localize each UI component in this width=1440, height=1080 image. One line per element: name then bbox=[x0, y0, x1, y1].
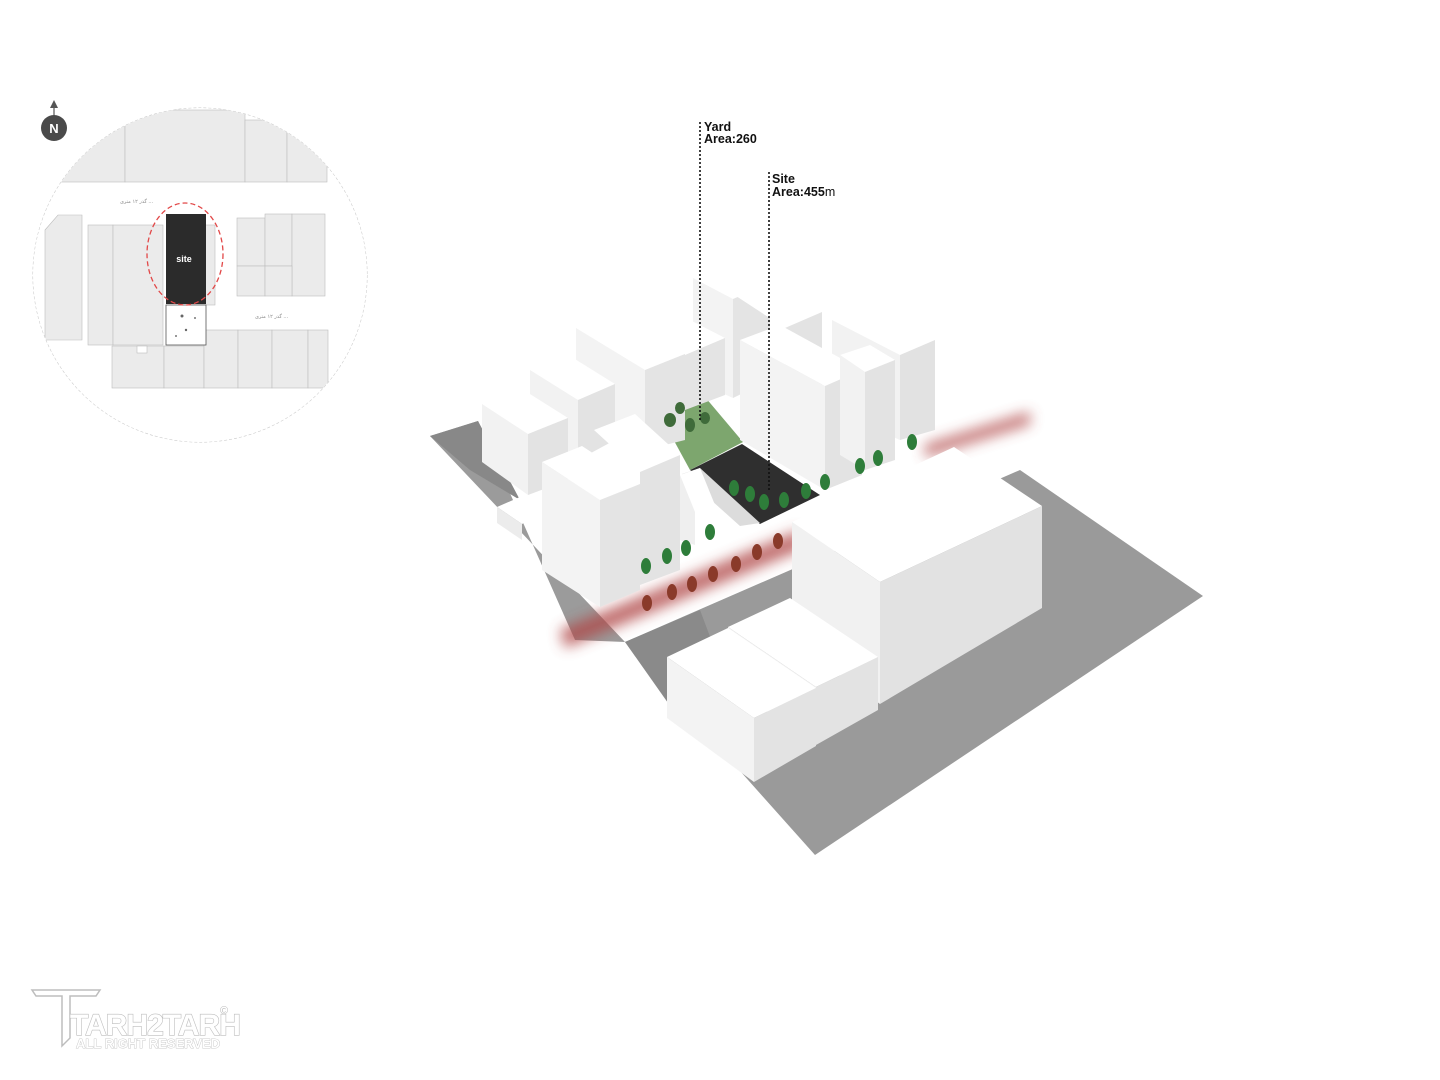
site-annotation: Site Area:455m bbox=[768, 172, 835, 490]
parcel bbox=[124, 109, 246, 183]
street-label-east: گذر ۱۲ متری ... bbox=[255, 313, 289, 320]
parcel bbox=[203, 329, 239, 389]
site-area: Area:455 bbox=[772, 185, 825, 199]
parcel bbox=[307, 329, 329, 389]
parcel bbox=[271, 329, 309, 389]
building bbox=[840, 345, 895, 470]
parcel bbox=[291, 213, 326, 297]
parcel bbox=[59, 109, 126, 183]
yard-area: Area:260 bbox=[704, 132, 757, 146]
site-highlight-ellipse bbox=[146, 202, 224, 306]
parcel bbox=[286, 109, 328, 183]
parcel bbox=[264, 213, 293, 267]
site-title: Site bbox=[772, 172, 795, 186]
inset-location-map: site گذر ۱۲ متری ... گذر ۱۲ متری ... N bbox=[32, 100, 368, 443]
building bbox=[482, 389, 568, 495]
north-label: N bbox=[49, 121, 58, 136]
axonometric-model bbox=[430, 262, 1203, 855]
parcel bbox=[236, 217, 266, 267]
tree-row-south bbox=[642, 533, 783, 611]
building-front-low-2 bbox=[667, 628, 816, 782]
tree-row-north bbox=[641, 434, 917, 574]
building bbox=[680, 468, 715, 545]
yard-annotation: Yard Area:260 bbox=[699, 120, 757, 420]
north-arrow-icon: N bbox=[41, 100, 67, 141]
site-label: site bbox=[176, 254, 192, 264]
parcel bbox=[44, 214, 83, 341]
watermark-logo: TARH2TARH © ALL RIGHT RESERVED bbox=[30, 989, 241, 1051]
site-plot bbox=[166, 214, 206, 304]
street-label-north: گذر ۱۲ متری ... bbox=[120, 198, 154, 205]
building bbox=[497, 497, 545, 540]
parcel bbox=[237, 329, 273, 389]
site-area-unit: m bbox=[825, 185, 835, 199]
building bbox=[542, 446, 640, 607]
yard-trees bbox=[664, 402, 710, 432]
parcel bbox=[244, 119, 288, 183]
parcel bbox=[264, 265, 293, 297]
street-glow-north bbox=[925, 412, 1030, 457]
building bbox=[740, 325, 862, 490]
parcel bbox=[163, 345, 205, 389]
ground-plate-north bbox=[430, 421, 625, 642]
svg-text:Area:455m: Area:455m bbox=[772, 185, 835, 199]
watermark-brand: TARH2TARH bbox=[70, 1009, 240, 1042]
parcel bbox=[236, 265, 266, 297]
parcel bbox=[87, 224, 114, 346]
watermark-copyright: © bbox=[220, 1005, 228, 1017]
yard-plot bbox=[165, 304, 207, 346]
street-glow-south bbox=[560, 530, 805, 648]
watermark-tagline: ALL RIGHT RESERVED bbox=[76, 1036, 220, 1051]
yard-title: Yard bbox=[704, 120, 731, 134]
